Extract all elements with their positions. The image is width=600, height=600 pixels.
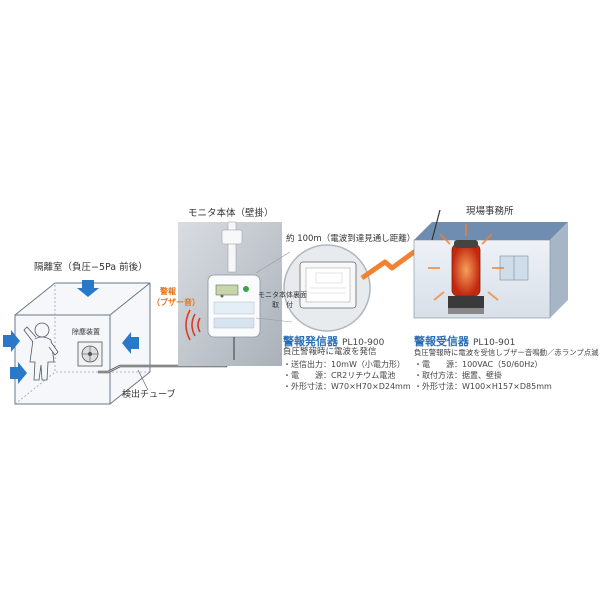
- room-label: 隔離室（負圧−5Pa 前後）: [34, 262, 148, 273]
- range-label: 約 100m（電波到達見通し距離）: [286, 234, 416, 244]
- transmitter-desc: 負圧警報時に電波を発信: [283, 347, 377, 357]
- receiver-title: 警報受信器 PL10-901: [414, 333, 515, 349]
- office-label: 現場事務所: [466, 206, 514, 217]
- transmitter-spec-output: ・送信出力：10mW（小電力形）: [283, 360, 405, 369]
- alarm-label-2: （ブザー音）: [152, 298, 200, 307]
- callout-line-1: モニタ本体裏面: [258, 291, 307, 299]
- transmitter-title: 警報発信器 PL10-900: [283, 333, 384, 349]
- dust-collector-label: 除塵装置: [72, 328, 100, 336]
- receiver-model: PL10-901: [473, 338, 516, 348]
- pressure-arrow-left: [3, 330, 20, 352]
- transmitter-spec-size: ・外形寸法：W70×H70×D24mm: [283, 382, 411, 391]
- transmitter-callout: [255, 244, 371, 332]
- site-office-building: [413, 209, 568, 319]
- callout-line-2: 取 付: [272, 301, 293, 309]
- pressure-arrow-right: [122, 332, 139, 354]
- transmitter-spec-power: ・電 源：CR2リチウム電池: [283, 371, 396, 380]
- receiver-name: 警報受信器: [414, 335, 469, 348]
- pressure-arrow-top: [77, 280, 99, 297]
- receiver-lamp: [428, 224, 504, 314]
- receiver-spec-size: ・外形寸法：W100×H157×D85mm: [414, 382, 552, 391]
- receiver-spec-power: ・電 源：100VAC（50/60Hz）: [414, 360, 543, 369]
- pressure-arrow-bottom-left: [10, 362, 27, 384]
- monitor-title: モニタ本体（壁掛）: [188, 208, 274, 219]
- tube-label: 検出チューブ: [122, 390, 176, 400]
- receiver-spec-mount: ・取付方法：据置、壁掛: [414, 371, 502, 380]
- transmitter-model: PL10-900: [342, 338, 385, 348]
- worker-figure: [23, 322, 59, 381]
- alarm-sound-waves: [185, 309, 201, 341]
- alarm-label-1: 警報: [160, 287, 176, 296]
- monitor-unit: [207, 274, 261, 360]
- transmitter-name: 警報発信器: [283, 335, 338, 348]
- dust-collector: [77, 341, 103, 367]
- receiver-desc: 負圧警報時に電波を受信しブザー音鳴動／赤ランプ点滅: [414, 348, 599, 357]
